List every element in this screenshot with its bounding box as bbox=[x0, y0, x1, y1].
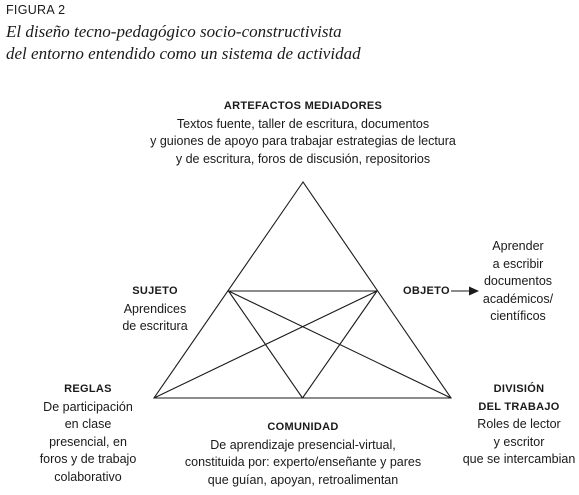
node-text-line: presencial, en bbox=[49, 434, 127, 449]
diagonal-sujeto-division bbox=[228, 290, 452, 399]
node-sujeto: SUJETO Aprendices de escritura bbox=[122, 283, 187, 336]
node-heading: SUJETO bbox=[132, 285, 178, 297]
node-text-line: De participación bbox=[43, 399, 133, 414]
arrow-head bbox=[469, 286, 479, 296]
node-heading: ARTEFACTOS MEDIADORES bbox=[223, 100, 383, 112]
node-objeto: OBJETO bbox=[403, 283, 450, 301]
node-text-line: a escribir bbox=[492, 256, 544, 271]
node-text-line: Roles de lector bbox=[477, 417, 561, 431]
node-reglas: REGLAS De participación en clase presenc… bbox=[40, 381, 137, 486]
node-text-line: colaborativo bbox=[54, 469, 122, 484]
node-heading: REGLAS bbox=[64, 383, 112, 395]
node-text-line: de escritura bbox=[122, 319, 188, 333]
node-comunidad: COMUNIDAD De aprendizaje presencial-virt… bbox=[185, 419, 421, 489]
node-text-line: que se intercambian bbox=[462, 452, 576, 466]
node-heading: DEL TRABAJO bbox=[478, 400, 560, 413]
node-text-line: constituida por: experto/enseñante y par… bbox=[184, 455, 422, 469]
node-text-line: y guiones de apoyo para trabajar estrate… bbox=[150, 134, 456, 148]
node-text-line: y de escritura, foros de discusión, repo… bbox=[175, 151, 431, 166]
figure-title-line-2: del entorno entendido como un sistema de… bbox=[6, 44, 361, 63]
node-text-line: científicos bbox=[490, 309, 546, 323]
figure-label: FIGURA 2 bbox=[6, 3, 66, 17]
node-text-line: foros y de trabajo bbox=[39, 452, 137, 466]
node-artefactos-mediadores: ARTEFACTOS MEDIADORES Textos fuente, tal… bbox=[150, 98, 456, 168]
node-text-line: académicos/ bbox=[482, 291, 554, 306]
diagonal-objeto-reglas bbox=[153, 290, 378, 399]
node-heading: OBJETO bbox=[403, 285, 450, 297]
node-text-line: Aprender bbox=[492, 239, 544, 253]
node-text-line: Aprendices bbox=[123, 301, 187, 316]
node-division-del-trabajo: DIVISIÓN DEL TRABAJO Roles de lector y e… bbox=[463, 381, 576, 469]
node-text-line: documentos bbox=[483, 274, 553, 288]
figure-title-line-1: El diseño tecno-pedagógico socio-constru… bbox=[6, 22, 342, 41]
node-text-line: y escritor bbox=[493, 434, 545, 449]
node-text-line: en clase bbox=[64, 417, 112, 431]
node-objeto-description: Aprender a escribir documentos académico… bbox=[483, 238, 553, 326]
node-text-line: Textos fuente, taller de escritura, docu… bbox=[176, 116, 430, 131]
node-heading: COMUNIDAD bbox=[267, 421, 339, 433]
node-heading: DIVISIÓN bbox=[493, 383, 545, 395]
node-text-line: que guían, apoyan, retroalimentan bbox=[207, 472, 399, 487]
node-text-line: De aprendizaje presencial-virtual, bbox=[210, 437, 396, 452]
